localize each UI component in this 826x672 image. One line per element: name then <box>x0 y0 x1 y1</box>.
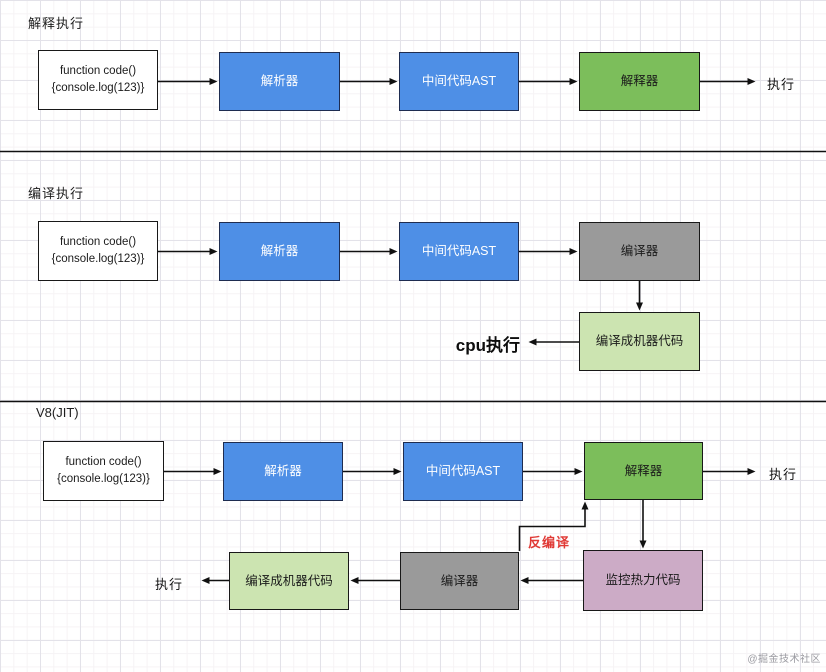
section-title-interpreted: 解释执行 <box>28 16 85 31</box>
watermark: @掘金技术社区 <box>747 654 821 665</box>
source-code-line1: function code() <box>59 236 137 249</box>
section-title-v8-jit: V8(JIT) <box>36 405 79 420</box>
source-code-text: function code() {console.log(123)} <box>52 63 145 96</box>
node-parser: 解析器 <box>223 442 343 501</box>
label-cpu-execute: cpu执行 <box>455 336 520 355</box>
node-machine-code: 编译成机器代码 <box>229 552 349 610</box>
node-compiler: 编译器 <box>579 222 700 281</box>
label-decompile: 反编译 <box>528 535 571 550</box>
node-machine-code: 编译成机器代码 <box>579 312 700 371</box>
source-code-line1: function code() <box>59 65 137 78</box>
node-compiler: 编译器 <box>400 552 519 610</box>
node-ast: 中间代码AST <box>399 52 519 111</box>
section-title-compiled: 编译执行 <box>28 186 85 201</box>
node-interpreter: 解释器 <box>579 52 700 111</box>
node-ast: 中间代码AST <box>399 222 519 281</box>
node-hot-code-monitor: 监控热力代码 <box>583 550 703 611</box>
node-source-code: function code() {console.log(123)} <box>38 50 158 110</box>
source-code-line2: {console.log(123)} <box>51 82 145 94</box>
label-execute-right: 执行 <box>769 467 798 482</box>
source-code-line2: {console.log(123)} <box>51 253 145 265</box>
label-execute: 执行 <box>767 77 796 92</box>
node-parser: 解析器 <box>219 222 340 281</box>
source-code-line2: {console.log(123)} <box>57 473 150 485</box>
node-ast: 中间代码AST <box>403 442 523 501</box>
source-code-text: function code() {console.log(123)} <box>52 234 145 267</box>
source-code-text: function code() {console.log(123)} <box>57 454 150 487</box>
source-code-line1: function code() <box>65 456 142 469</box>
node-source-code: function code() {console.log(123)} <box>43 441 164 501</box>
label-execute-left: 执行 <box>155 577 184 592</box>
node-parser: 解析器 <box>219 52 340 111</box>
node-interpreter: 解释器 <box>584 442 703 500</box>
node-source-code: function code() {console.log(123)} <box>38 221 158 281</box>
